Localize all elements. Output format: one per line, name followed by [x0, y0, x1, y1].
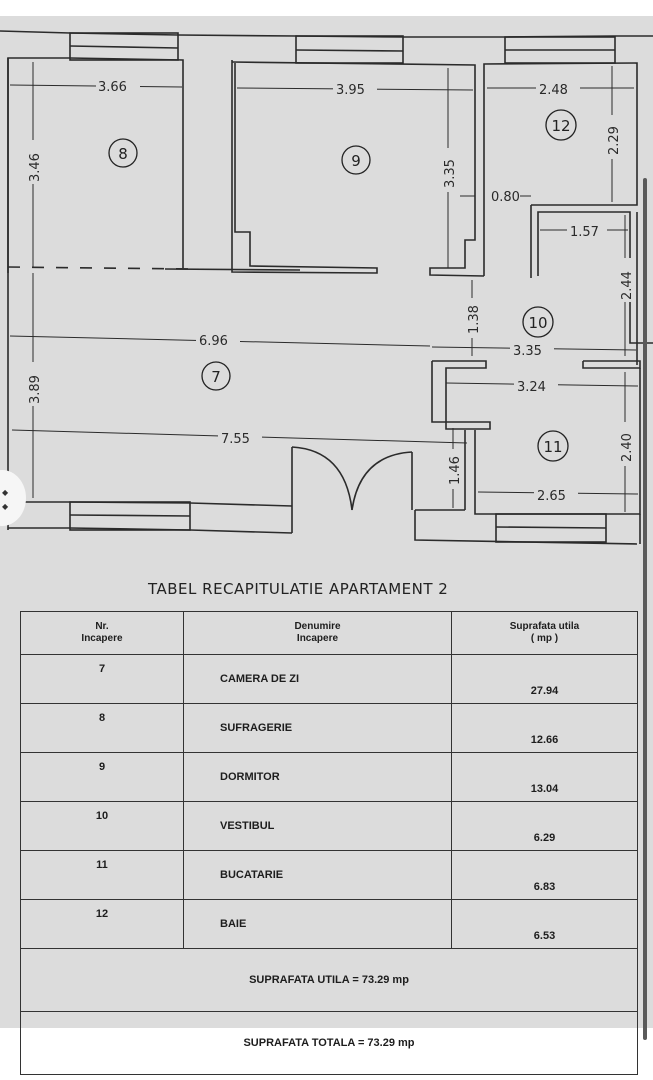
cell-nr: 12 — [20, 899, 184, 949]
header-name: Denumire Incapere — [183, 611, 452, 655]
dim-room9-height: 3.35 — [443, 159, 458, 188]
cell-name: VESTIBUL — [183, 801, 452, 851]
header-name-line2: Incapere — [296, 633, 339, 644]
dim-room9-width: 3.95 — [336, 83, 365, 98]
table-title: TABEL RECAPITULATIE APARTAMENT 2 — [148, 580, 449, 598]
dim-vestibul-inner-width: 1.57 — [570, 225, 599, 240]
room-number-11: 11 — [543, 438, 562, 456]
dim-gap: 0.80 — [491, 190, 520, 205]
dim-room8-width: 3.66 — [98, 80, 127, 95]
cell-name: BAIE — [183, 899, 452, 949]
header-area-line2: ( mp ) — [530, 633, 559, 644]
dim-wall: 1.46 — [448, 456, 463, 485]
dim-room7-upper-width: 6.96 — [199, 334, 228, 349]
recap-table: Nr. Incapere Denumire Incapere Suprafata… — [20, 611, 638, 1075]
summary-row-utila: SUPRAFATA UTILA = 73.29 mp — [20, 948, 638, 1012]
cell-nr: 7 — [20, 654, 184, 704]
header-area: Suprafata utila ( mp ) — [451, 611, 638, 655]
header-area-line1: Suprafata utila — [509, 621, 580, 632]
header-name-line1: Denumire — [294, 621, 341, 632]
header-nr-line1: Nr. — [95, 621, 109, 632]
table-row: 12 BAIE 6.53 — [20, 899, 638, 949]
cell-area: 6.83 — [451, 850, 638, 900]
cell-area: 6.29 — [451, 801, 638, 851]
scrollbar[interactable] — [643, 178, 647, 1040]
room-number-12: 12 — [551, 117, 570, 135]
dim-room7-height: 3.89 — [28, 375, 43, 404]
dim-room12-height: 2.29 — [607, 126, 622, 155]
cell-name: DORMITOR — [183, 752, 452, 802]
dim-room10-width: 3.35 — [513, 344, 542, 359]
room-number-9: 9 — [351, 152, 361, 170]
room-number-10: 10 — [528, 314, 547, 332]
dim-room11-lower-width: 2.65 — [537, 489, 566, 504]
cell-nr: 11 — [20, 850, 184, 900]
dim-room7-lower-width: 7.55 — [221, 432, 250, 447]
dim-opening: 1.38 — [467, 305, 482, 334]
cell-name: BUCATARIE — [183, 850, 452, 900]
cell-area: 6.53 — [451, 899, 638, 949]
dim-room11-upper-width: 3.24 — [517, 380, 546, 395]
chevron-down-icon: ◆ — [2, 502, 9, 511]
header-nr-line2: Incapere — [81, 633, 123, 644]
dim-room11-height: 2.40 — [620, 433, 635, 462]
room-number-7: 7 — [211, 368, 221, 386]
dim-room8-height: 3.46 — [28, 153, 43, 182]
dim-room12-width: 2.48 — [539, 83, 568, 98]
cell-area: 13.04 — [451, 752, 638, 802]
cell-area: 27.94 — [451, 654, 638, 704]
header-nr: Nr. Incapere — [20, 611, 184, 655]
cell-name: SUFRAGERIE — [183, 703, 452, 753]
floor-plan: 3.66 3.95 2.48 3.46 3.35 2.29 0.80 1.57 … — [0, 30, 653, 545]
summary-row-totala: SUPRAFATA TOTALA = 73.29 mp — [20, 1011, 638, 1075]
suprafata-utila: SUPRAFATA UTILA = 73.29 mp — [20, 948, 638, 1012]
cell-name: CAMERA DE ZI — [183, 654, 452, 704]
chevron-up-icon: ◆ — [2, 488, 9, 497]
table-row: 10 VESTIBUL 6.29 — [20, 801, 638, 851]
cell-area: 12.66 — [451, 703, 638, 753]
table-row: 11 BUCATARIE 6.83 — [20, 850, 638, 900]
room-number-8: 8 — [118, 145, 128, 163]
suprafata-totala: SUPRAFATA TOTALA = 73.29 mp — [20, 1011, 638, 1075]
cell-nr: 9 — [20, 752, 184, 802]
table-row: 9 DORMITOR 13.04 — [20, 752, 638, 802]
table-header-row: Nr. Incapere Denumire Incapere Suprafata… — [20, 611, 638, 655]
dim-vestibul-height: 2.44 — [620, 271, 635, 300]
table-row: 7 CAMERA DE ZI 27.94 — [20, 654, 638, 704]
cell-nr: 8 — [20, 703, 184, 753]
cell-nr: 10 — [20, 801, 184, 851]
table-row: 8 SUFRAGERIE 12.66 — [20, 703, 638, 753]
